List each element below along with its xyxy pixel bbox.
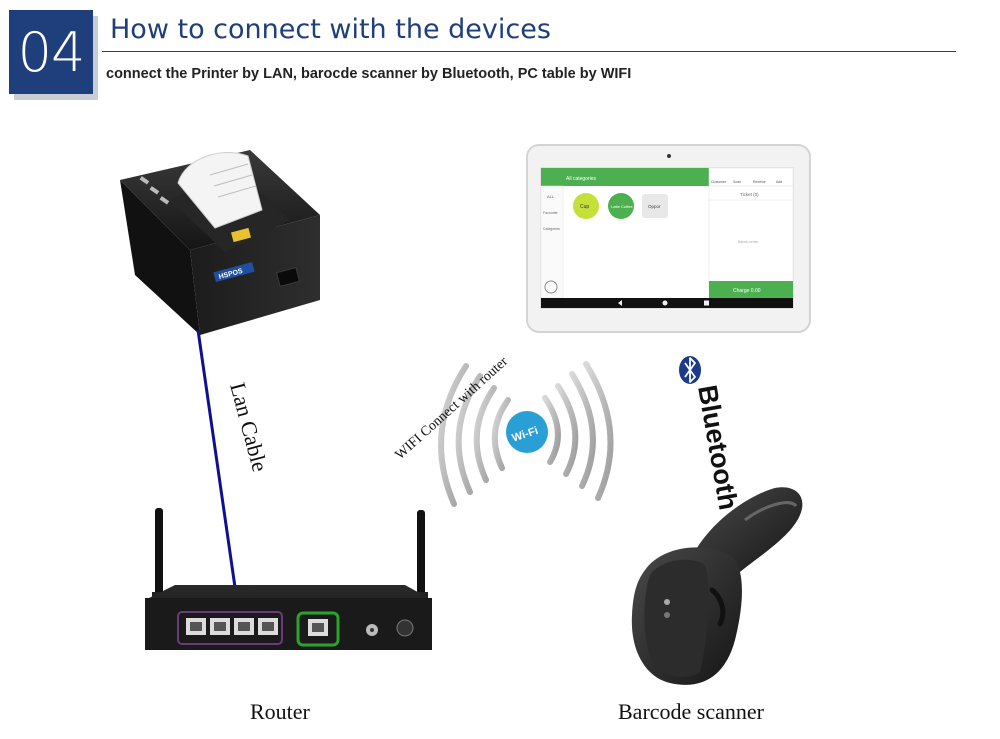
lan-cable-label: Lan Cable — [225, 380, 273, 474]
lan-cable — [196, 329, 242, 623]
title-underline — [102, 51, 956, 52]
tablet-action-scan: Scan — [733, 180, 741, 184]
tablet-charge: Charge 0.00 — [733, 288, 761, 294]
page-title: How to connect with the devices — [110, 14, 551, 45]
router-label: Router — [250, 699, 310, 724]
thermal-printer: HSPOS — [120, 150, 320, 335]
tablet-product-cup: Cup — [580, 204, 589, 210]
tablet-ticket-header: Ticket (0) — [740, 192, 759, 197]
tablet-empty-text: Blank order — [738, 239, 759, 244]
router — [145, 508, 432, 650]
tablet-side-all: ALL — [547, 194, 555, 199]
barcode-scanner — [631, 487, 803, 685]
bluetooth-label: Bluetooth — [692, 383, 743, 512]
scanner-label: Barcode scanner — [618, 699, 764, 724]
pos-tablet: All categories Customer Scan Receive Add… — [526, 144, 811, 333]
tablet-product-latte: Latte Coffee — [611, 204, 633, 209]
bluetooth-logo — [679, 356, 701, 384]
tablet-product-oppor: Oppor — [648, 204, 661, 209]
tablet-action-customer: Customer — [711, 180, 727, 184]
tablet-side-favourite: Favourite — [543, 211, 558, 215]
tablet-side-categories: Categories — [543, 227, 560, 231]
wifi-signal: Wi-Fi — [438, 361, 614, 507]
tablet-action-add: Add — [776, 180, 782, 184]
page-subtitle: connect the Printer by LAN, barocde scan… — [106, 66, 632, 82]
tablet-category: All categories — [566, 176, 597, 182]
tablet-action-receive: Receive — [753, 180, 766, 184]
section-number: 04 — [9, 10, 93, 94]
